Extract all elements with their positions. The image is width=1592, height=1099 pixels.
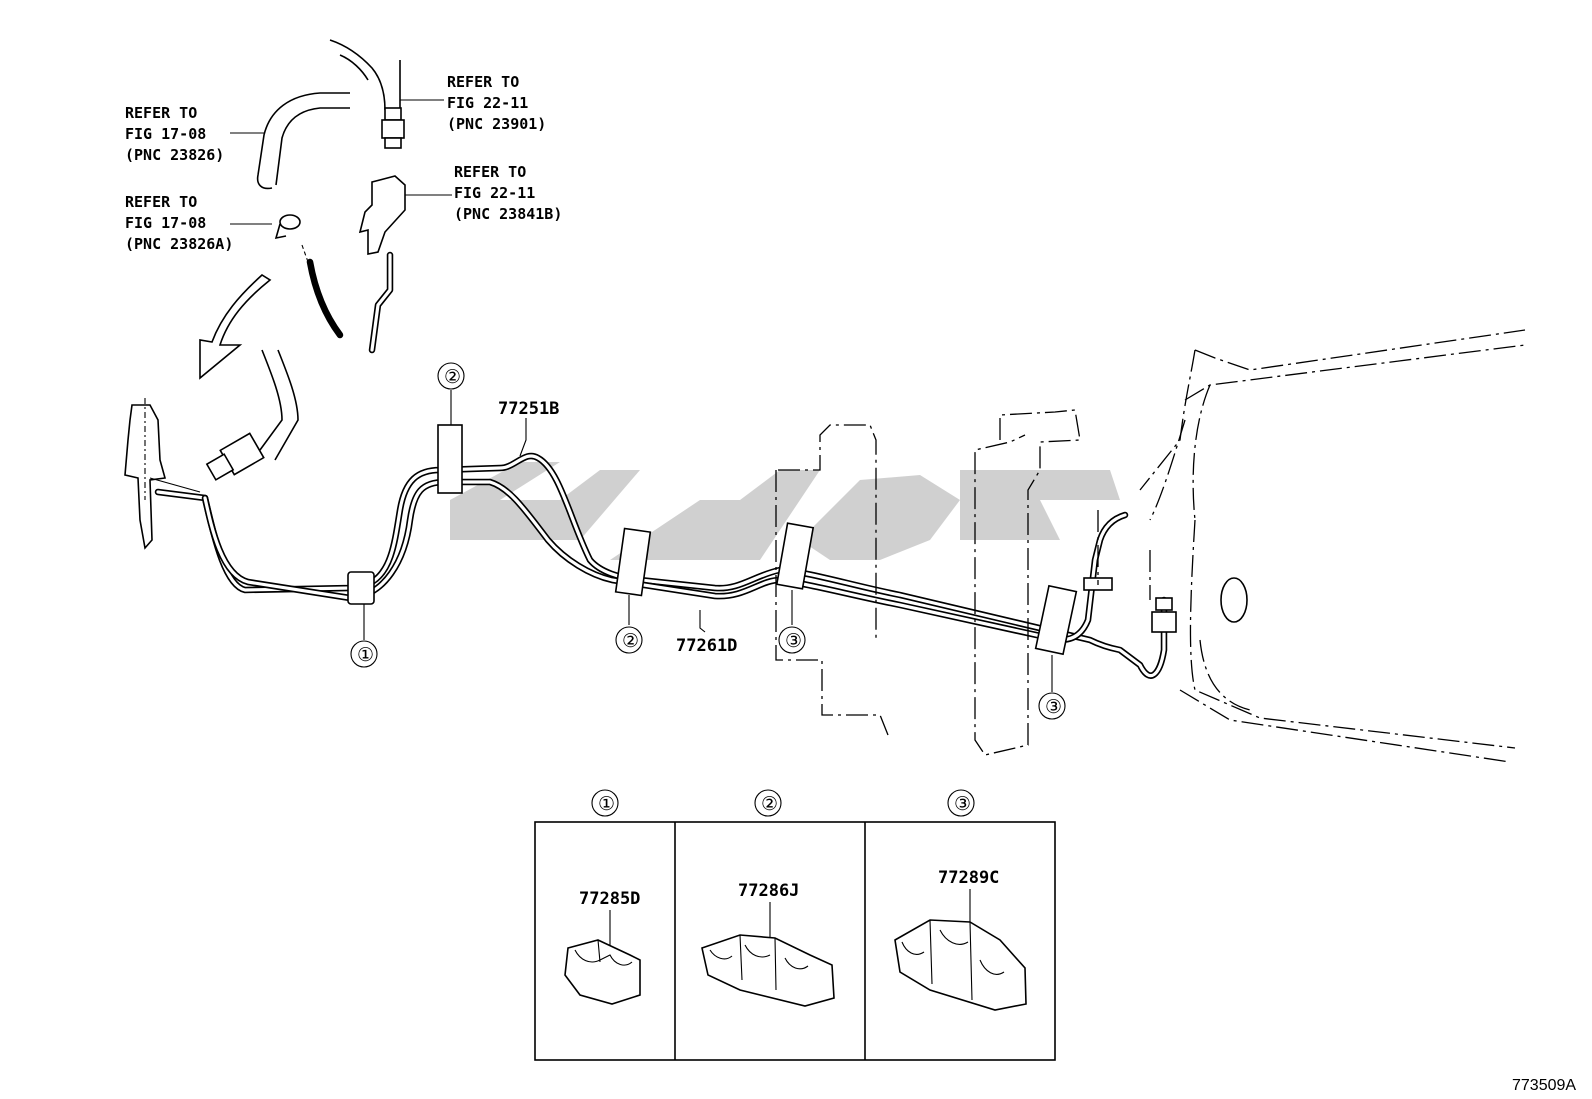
callout-3-a: ③ (785, 630, 802, 652)
bracket-23841b (358, 175, 406, 255)
ref-4-line3: (PNC 23841B) (454, 205, 562, 223)
part-number-labels: 77251B 77261D (498, 399, 737, 656)
figure-id: 773509A (1512, 1077, 1576, 1094)
tube-clamps (347, 424, 1177, 656)
detail-frame (534, 821, 1056, 1061)
clamp-2-lower (614, 527, 652, 597)
callout-1: ① (357, 644, 374, 666)
detail-part-number-2: 77286J (738, 881, 799, 901)
clamp-77289c-drawing (894, 919, 1027, 1011)
callout-2-upper: ② (444, 366, 461, 388)
ref-4-line2: FIG 22-11 (454, 184, 535, 202)
ref-2-line3: (PNC 23826A) (125, 235, 233, 253)
ref-2-line1: REFER TO (125, 193, 197, 211)
callout-3-b: ③ (1045, 696, 1062, 718)
callout-2-lower: ② (622, 630, 639, 652)
tube-connector-b (1151, 611, 1177, 633)
reference-labels: REFER TO FIG 17-08 (PNC 23826) REFER TO … (125, 73, 562, 253)
ref-1-line2: FIG 17-08 (125, 125, 206, 143)
detail-part-number-3: 77289C (938, 868, 999, 888)
ref-3-line2: FIG 22-11 (447, 94, 528, 112)
detail-part-number-1: 77285D (579, 889, 640, 909)
clamp-77286j-drawing (701, 934, 835, 1007)
leader-lines (230, 99, 1053, 692)
clamp-3-b (1034, 584, 1078, 656)
direction-arrow (199, 274, 272, 380)
frame-hole (1220, 577, 1248, 623)
ref-4-line1: REFER TO (454, 163, 526, 181)
detail-marker-2: ② (761, 793, 778, 815)
part-number-77261d: 77261D (676, 636, 737, 656)
ref-3-line3: (PNC 23901) (447, 115, 546, 133)
clamp-3-a (775, 522, 815, 590)
callout-markers: ① ② ② ③ ③ (350, 362, 1066, 720)
clamp-2-upper (437, 424, 463, 494)
upper-left-components (199, 39, 406, 481)
detail-marker-3: ③ (954, 793, 971, 815)
part-number-77251b: 77251B (498, 399, 559, 419)
ref-1-line3: (PNC 23826) (125, 146, 224, 164)
clip-23826a (279, 214, 301, 230)
ref-3-line1: REFER TO (447, 73, 519, 91)
detail-marker-1: ① (598, 793, 615, 815)
ref-2-line2: FIG 17-08 (125, 214, 206, 232)
connector-23901 (384, 107, 402, 121)
frame-outlines (775, 329, 1526, 763)
ref-1-line1: REFER TO (125, 104, 197, 122)
engine-bracket (124, 398, 201, 550)
clamp-1 (347, 571, 375, 605)
detail-panels: ① ② ③ 77285D 77286J 77289C (534, 789, 1056, 1061)
clamp-77285d-drawing (564, 939, 641, 1005)
watermark-logo (450, 462, 1120, 560)
